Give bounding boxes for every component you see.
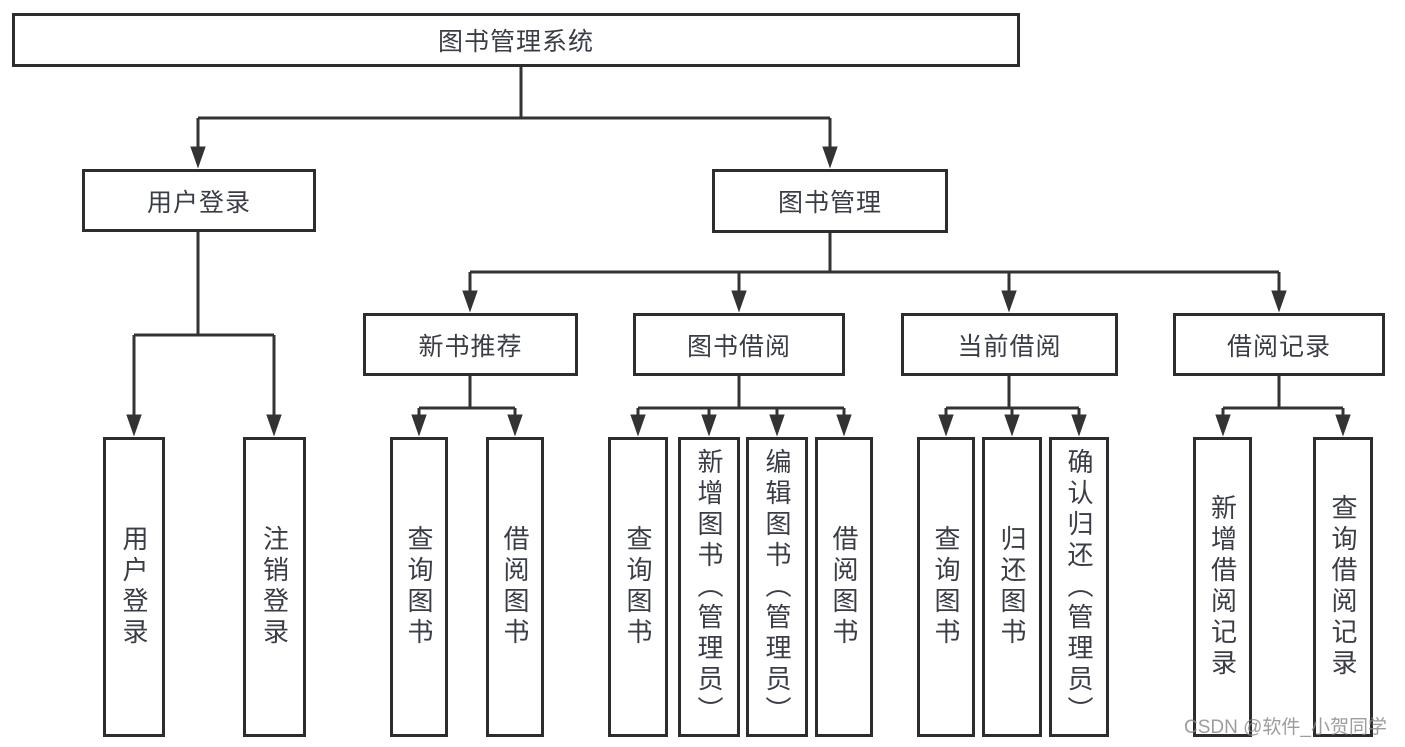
leaf-current-query-books: 查询图书: [917, 437, 975, 737]
leaf-borrow-query-books-label: 查询图书: [623, 525, 653, 649]
leaf-recommend-borrow-books-label: 借阅图书: [500, 525, 530, 649]
edge-current-to-leaves: [944, 376, 1081, 417]
arrowhead-book-management: [822, 146, 838, 169]
leaf-current-return-books: 归还图书: [982, 437, 1042, 737]
edge-borrow-to-leaves: [636, 376, 846, 417]
edge-records-to-leaves: [1221, 376, 1345, 417]
leaf-current-return-books-label: 归还图书: [997, 525, 1027, 649]
leaf-user-login: 用户登录: [103, 437, 165, 737]
arrowhead-records-query: [1335, 414, 1351, 437]
node-book-management: 图书管理: [712, 169, 948, 233]
arrowhead-new-book-recommend: [462, 290, 478, 313]
arrowhead-borrow-query: [630, 414, 646, 437]
arrowhead-user-login: [190, 146, 206, 169]
arrowhead-borrow-borrow: [836, 414, 852, 437]
edge-root-to-level2: [196, 67, 832, 149]
leaf-borrow-edit-books-admin-label: 编辑图书（管理员）: [762, 447, 792, 727]
arrowhead-current-borrow: [1001, 290, 1017, 313]
node-new-book-recommend: 新书推荐: [363, 313, 578, 376]
edge-login-to-leaves: [132, 232, 276, 417]
leaf-records-add-record-label: 新增借阅记录: [1207, 494, 1238, 680]
leaf-borrow-add-books-admin-label: 新增图书（管理员）: [694, 447, 724, 727]
arrowhead-records-add: [1215, 414, 1231, 437]
arrowhead-recommend-borrow: [507, 414, 523, 437]
leaf-borrow-query-books: 查询图书: [608, 437, 668, 737]
node-borrow-records: 借阅记录: [1173, 313, 1385, 376]
node-current-borrow: 当前借阅: [901, 313, 1118, 376]
arrowhead-borrow-add: [701, 414, 717, 437]
arrowhead-borrow-edit: [769, 414, 785, 437]
leaf-logout-label: 注销登录: [259, 525, 290, 649]
arrowhead-leaf-logout: [266, 414, 282, 437]
leaf-borrow-edit-books-admin: 编辑图书（管理员）: [746, 437, 808, 737]
leaf-recommend-query-books-label: 查询图书: [404, 525, 434, 649]
leaf-logout: 注销登录: [243, 437, 306, 737]
edge-management-to-level3: [468, 233, 1281, 293]
csdn-watermark: CSDN @软件_小贺同学: [1184, 717, 1387, 738]
leaf-recommend-query-books: 查询图书: [390, 437, 448, 737]
arrowhead-current-return: [1004, 414, 1020, 437]
arrowhead-book-borrow: [731, 290, 747, 313]
arrowhead-current-query: [938, 414, 954, 437]
edge-recommend-to-leaves: [417, 376, 517, 417]
leaf-records-add-record: 新增借阅记录: [1193, 437, 1252, 737]
leaf-current-confirm-return-admin: 确认归还（管理员）: [1049, 437, 1109, 737]
leaf-recommend-borrow-books: 借阅图书: [486, 437, 544, 737]
leaf-borrow-add-books-admin: 新增图书（管理员）: [678, 437, 740, 737]
arrowhead-recommend-query: [411, 414, 427, 437]
leaf-borrow-borrow-books: 借阅图书: [815, 437, 873, 737]
arrowhead-current-confirm: [1071, 414, 1087, 437]
leaf-current-query-books-label: 查询图书: [931, 525, 961, 649]
node-book-borrow: 图书借阅: [633, 313, 845, 376]
node-root: 图书管理系统: [12, 13, 1020, 67]
node-user-login: 用户登录: [82, 169, 316, 232]
leaf-records-query-record: 查询借阅记录: [1313, 437, 1373, 737]
leaf-user-login-label: 用户登录: [119, 525, 149, 649]
arrowhead-leaf-user-login: [126, 414, 142, 437]
leaf-records-query-record-label: 查询借阅记录: [1328, 494, 1358, 680]
arrowhead-borrow-records: [1271, 290, 1287, 313]
leaf-current-confirm-return-admin-label: 确认归还（管理员）: [1064, 447, 1094, 727]
leaf-borrow-borrow-books-label: 借阅图书: [829, 525, 859, 649]
